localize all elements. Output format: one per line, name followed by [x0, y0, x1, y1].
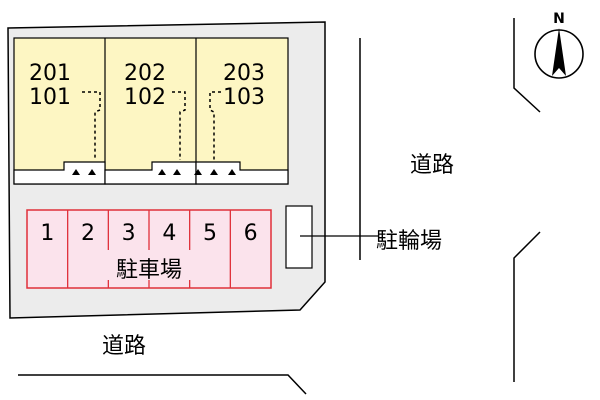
road-edges: [18, 18, 541, 395]
north-compass: N: [534, 11, 584, 79]
road-label-south: 道路: [102, 334, 146, 359]
unit-upper-202: 202: [124, 61, 166, 86]
unit-lower-103: 103: [223, 85, 265, 110]
unit-upper-201: 201: [29, 61, 71, 86]
bicycle-parking-label: 駐輪場: [376, 229, 442, 254]
building-outline: [13, 37, 289, 185]
unit-upper-203: 203: [223, 61, 265, 86]
parking-space-6: 6: [244, 221, 258, 246]
road-label-east: 道路: [410, 153, 454, 178]
parking-space-3: 3: [122, 221, 136, 246]
stair-paths: [82, 91, 221, 160]
building-front-strip: [13, 161, 106, 185]
compass-north-label: N: [553, 11, 565, 27]
parking-lot: 1 2 3 4 5 6 駐車場: [26, 209, 272, 289]
compass-arrow-icon: [552, 28, 566, 76]
bicycle-parking-area: [285, 205, 313, 269]
unit-lower-101: 101: [29, 85, 71, 110]
parking-space-2: 2: [81, 221, 95, 246]
parking-label: 駐車場: [116, 258, 182, 283]
entrance-markers: [72, 169, 236, 175]
unit-lower-102: 102: [124, 85, 166, 110]
parking-space-1: 1: [40, 221, 54, 246]
building: 201 101 202 102 203 103: [13, 37, 289, 185]
parking-space-5: 5: [203, 221, 217, 246]
parking-space-4: 4: [162, 221, 176, 246]
